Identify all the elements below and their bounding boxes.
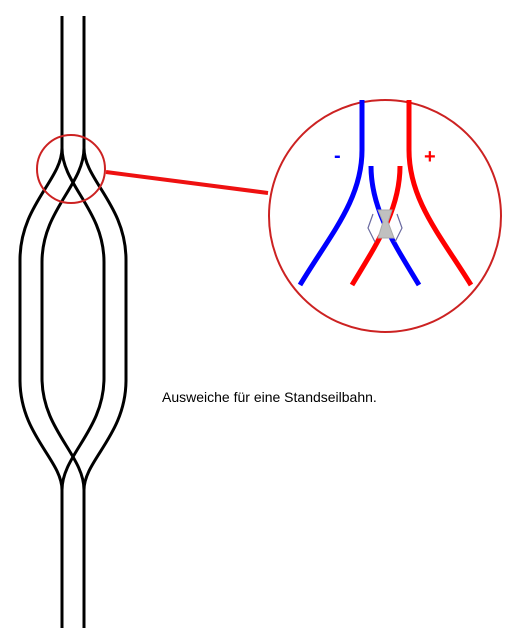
plus-label: + bbox=[424, 146, 436, 168]
switch-detail: - + bbox=[268, 99, 502, 333]
outer-right-loop-rail bbox=[82, 147, 128, 491]
switch-frog-part bbox=[367, 209, 403, 243]
inner-left-loop-rail bbox=[40, 147, 86, 491]
minus-label: - bbox=[334, 145, 341, 167]
detail-connector-line bbox=[105, 170, 269, 195]
outer-left-loop-rail bbox=[18, 147, 64, 491]
switch-highlight-circle bbox=[36, 134, 106, 204]
track-layout bbox=[18, 16, 128, 628]
red-outer-rail bbox=[406, 100, 474, 287]
blue-outer-rail bbox=[297, 100, 365, 287]
caption: Ausweiche für eine Standseilbahn. bbox=[162, 389, 377, 405]
inner-right-loop-rail bbox=[60, 147, 106, 491]
